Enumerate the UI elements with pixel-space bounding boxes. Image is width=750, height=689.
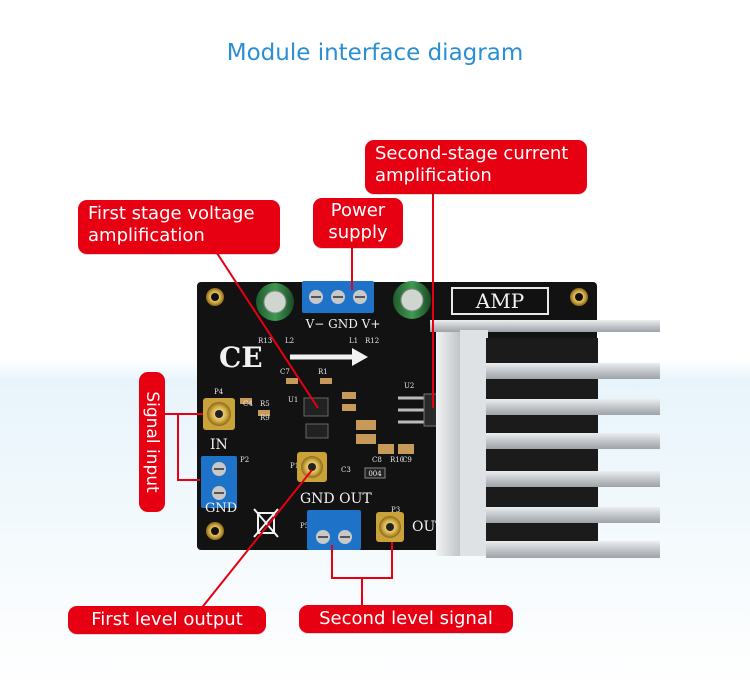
label-second-stage-line2: amplification bbox=[375, 165, 492, 186]
designator-r5: R5 bbox=[260, 400, 270, 408]
gnd-out-silkscreen: GND OUT bbox=[300, 491, 372, 507]
gnd-silkscreen: GND bbox=[205, 501, 237, 516]
ce-mark: CE bbox=[219, 341, 263, 374]
amp-silkscreen: AMP bbox=[475, 289, 524, 313]
designator-p4: P4 bbox=[214, 388, 224, 396]
label-first-level-output: First level output bbox=[68, 606, 266, 634]
label-second-stage-line1: Second-stage current bbox=[375, 143, 569, 164]
label-second-level-signal-text: Second level signal bbox=[319, 608, 493, 629]
smd-marking: 004 bbox=[368, 470, 382, 478]
designator-c8: C8 bbox=[372, 456, 382, 464]
label-power-line1: Power bbox=[330, 200, 386, 221]
designator-c9: C9 bbox=[402, 456, 412, 464]
label-first-level-output-text: First level output bbox=[91, 609, 243, 630]
electrolytic-capacitor bbox=[256, 281, 431, 321]
designator-c4: C4 bbox=[243, 400, 253, 408]
second-output-sma bbox=[376, 512, 404, 542]
label-second-level-signal: Second level signal bbox=[299, 605, 513, 633]
power-terminal bbox=[302, 281, 374, 313]
designator-r1: R1 bbox=[318, 368, 328, 376]
first-output-sma bbox=[297, 452, 327, 482]
label-signal-input-text: Signal input bbox=[142, 391, 162, 493]
designator-l1: L1 bbox=[349, 337, 358, 345]
input-terminal bbox=[201, 456, 237, 508]
label-first-stage-voltage: First stage voltage amplification bbox=[78, 200, 280, 254]
label-signal-input: Signal input bbox=[139, 372, 165, 512]
smd-resistor bbox=[364, 467, 386, 479]
in-silkscreen: IN bbox=[210, 437, 228, 453]
designator-p3: P3 bbox=[391, 506, 400, 514]
input-sma-connector bbox=[203, 398, 235, 430]
designator-l2: L2 bbox=[285, 337, 294, 345]
op-amp-ic bbox=[303, 397, 329, 417]
label-first-stage-line1: First stage voltage bbox=[88, 203, 255, 224]
designator-u2: U2 bbox=[404, 382, 414, 390]
signal-arrow bbox=[290, 348, 368, 366]
designator-r12: R12 bbox=[365, 337, 379, 345]
designator-r10: R10 bbox=[390, 456, 404, 464]
designator-p2: P2 bbox=[240, 456, 249, 464]
power-pin-labels: V− GND V+ bbox=[305, 317, 381, 331]
label-power-line2: supply bbox=[328, 222, 388, 243]
label-second-stage-current: Second-stage current amplification bbox=[365, 140, 587, 194]
page-title: Module interface diagram bbox=[226, 40, 524, 66]
heatsink bbox=[430, 320, 660, 558]
output-terminal bbox=[307, 510, 361, 550]
designator-u1: U1 bbox=[288, 396, 298, 404]
callout-lines bbox=[165, 194, 434, 611]
designator-c7: C7 bbox=[280, 368, 290, 376]
designator-p5: P5 bbox=[300, 522, 309, 530]
designator-p1: P1 bbox=[290, 462, 299, 470]
designator-r13: R13 bbox=[258, 337, 272, 345]
designator-c3: C3 bbox=[341, 466, 351, 474]
label-power-supply: Power supply bbox=[313, 198, 403, 248]
weee-symbol bbox=[253, 508, 279, 538]
designator-r9: R9 bbox=[260, 414, 270, 422]
label-first-stage-line2: amplification bbox=[88, 225, 205, 246]
